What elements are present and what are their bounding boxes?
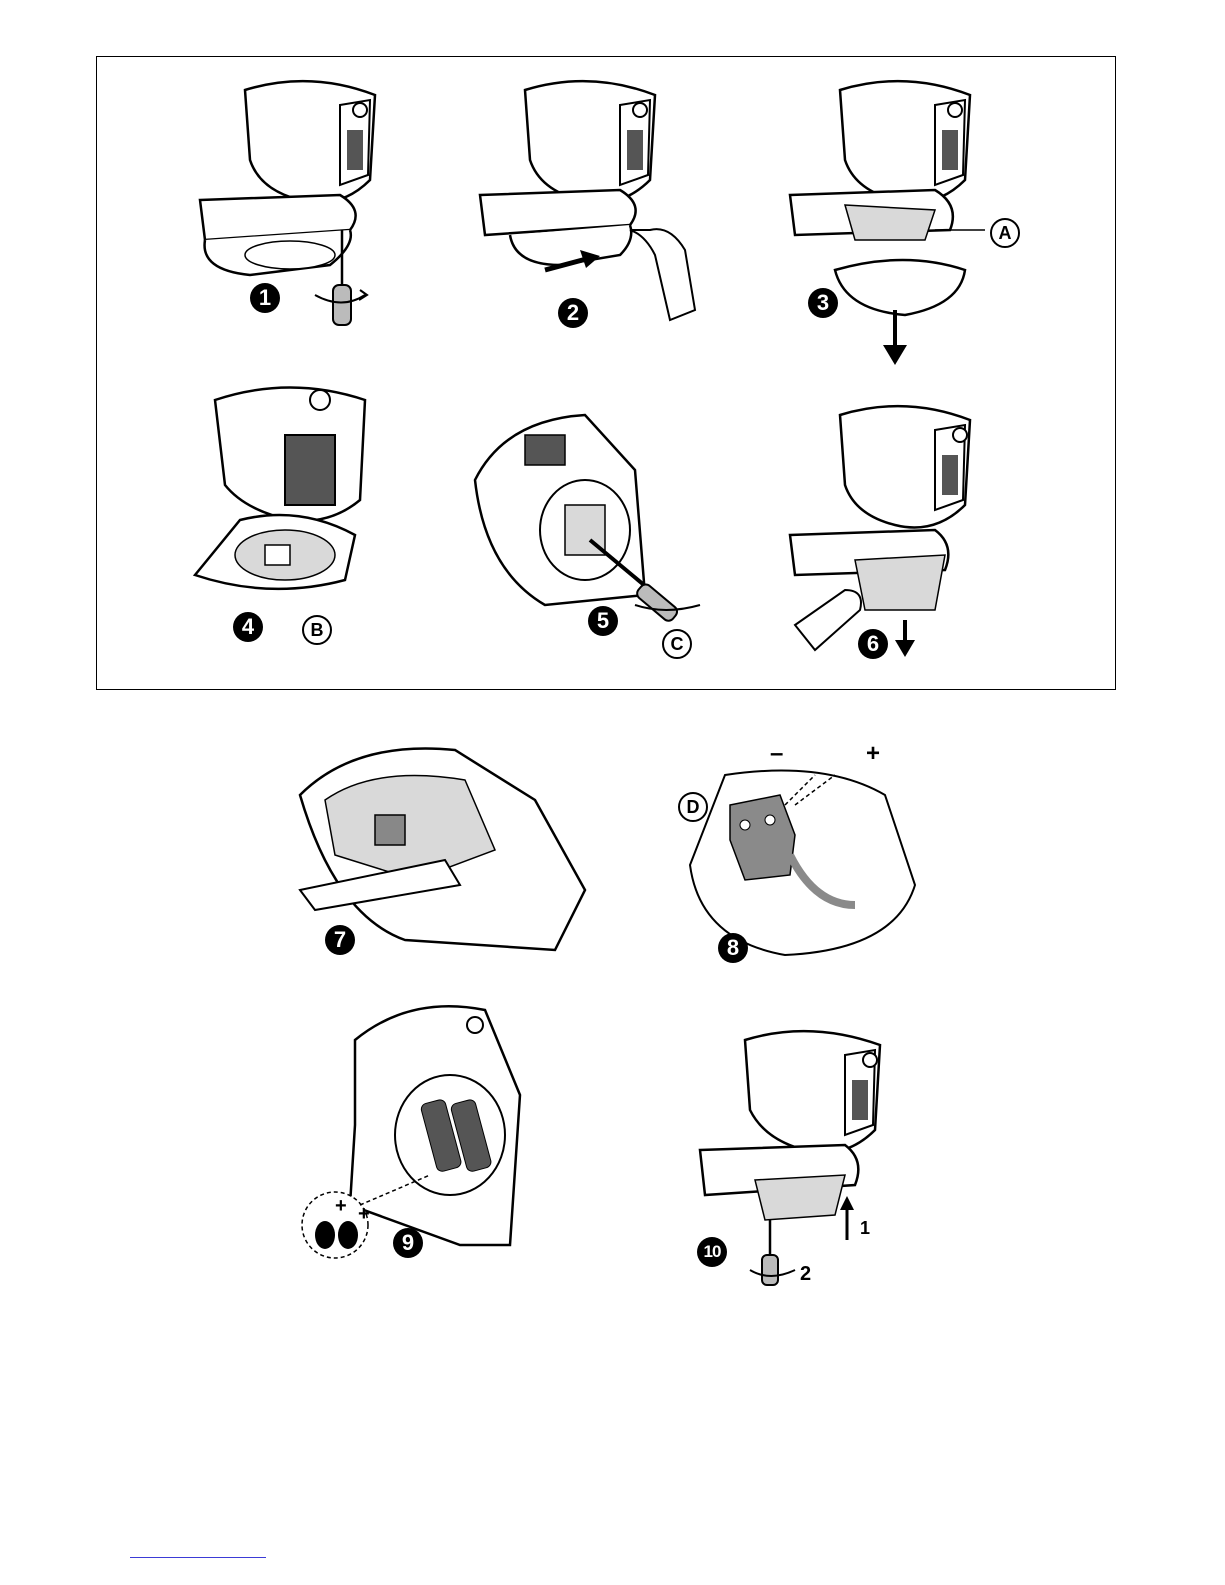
detector-pull-module-drawing: [785, 395, 995, 655]
step-8-badge: 8: [718, 933, 748, 963]
terminal-minus-label: –: [770, 740, 783, 768]
detector-unscrew-drawing: [190, 70, 390, 340]
callout-d: D: [678, 792, 708, 822]
step-2-badge: 2: [558, 298, 588, 328]
housing-interior-drawing: [295, 740, 590, 955]
step-1-badge: 1: [250, 283, 280, 313]
step-2-illustration: [470, 70, 700, 340]
callout-c: C: [662, 629, 692, 659]
detector-remove-cover-drawing: [785, 70, 1025, 370]
callout-b: B: [302, 615, 332, 645]
detector-remove-screw-c-drawing: [465, 410, 705, 640]
step-6-badge: 6: [858, 629, 888, 659]
terminal-plus-label: +: [866, 740, 880, 768]
step-8-illustration: [685, 765, 925, 960]
battery-plus-label-a: +: [335, 1195, 347, 1218]
step-3-illustration: [785, 70, 1025, 370]
battery-insertion-drawing: [300, 995, 525, 1255]
step-9-illustration: [300, 995, 525, 1255]
step-3-badge: 3: [808, 288, 838, 318]
connector-d-detail-drawing: [685, 765, 925, 960]
push-up-number: 1: [860, 1218, 870, 1239]
footer-link-rule: [130, 1557, 266, 1558]
step-4-illustration: [190, 380, 390, 610]
step-4-badge: 4: [233, 612, 263, 642]
step-10-badge: 10: [697, 1237, 727, 1267]
step-5-badge: 5: [588, 606, 618, 636]
battery-plus-label-b: +: [358, 1203, 370, 1226]
callout-a: A: [990, 218, 1020, 248]
step-7-illustration: [295, 740, 590, 955]
detector-open-housing-drawing: [190, 380, 390, 610]
rotate-number: 2: [800, 1263, 811, 1286]
step-5-illustration: [465, 410, 705, 640]
step-6-illustration: [785, 395, 995, 655]
detector-slide-cover-drawing: [470, 70, 700, 340]
step-9-badge: 9: [393, 1228, 423, 1258]
step-7-badge: 7: [325, 925, 355, 955]
step-1-illustration: [190, 70, 390, 340]
